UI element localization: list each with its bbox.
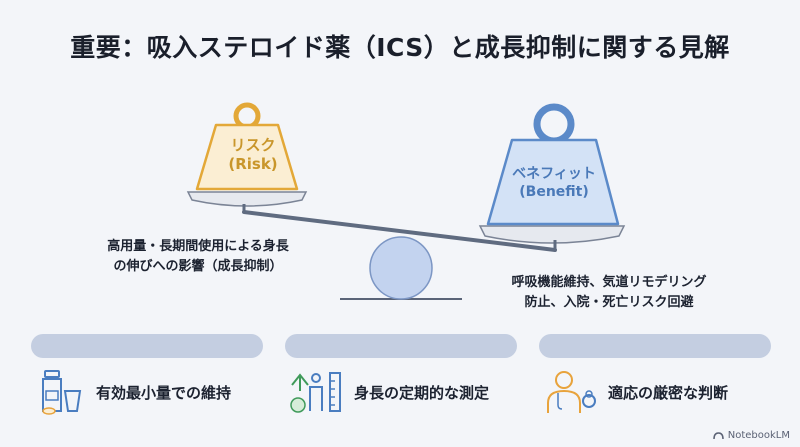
benefit-weight-icon [486,103,620,226]
point-minimum-dose: 有効最小量での維持 [36,368,231,416]
medicine-bottle-icon [42,370,82,415]
height-measure-icon [290,372,341,413]
point-label: 有効最小量での維持 [96,383,232,402]
point-label: 身長の定期的な測定 [354,383,490,402]
point-label: 適応の厳密な判断 [608,383,729,402]
point-height-measurement: 身長の定期的な測定 [288,368,489,416]
section-bar [31,334,263,358]
notebooklm-logo-icon [713,432,724,440]
section-bar [539,334,771,358]
scale-pivot [369,236,433,300]
benefit-pan [478,225,626,244]
section-bar [285,334,517,358]
page-title: 重要：吸入ステロイド薬（ICS）と成長抑制に関する見解 [70,33,730,62]
risk-weight-icon [195,102,299,191]
benefit-label: ベネフィット (Benefit) [512,166,596,200]
risk-label: リスク (Risk) [228,136,278,173]
brand-watermark: NotebookLM [713,430,790,441]
point-indication-judgment: 適応の厳密な判断 [544,368,728,416]
scale-beam [242,210,557,252]
risk-pan [186,191,308,207]
doctor-icon [547,371,596,413]
risk-description: 高用量・長期間使用による身長 の伸びへの影響（成長抑制） [107,239,289,274]
benefit-description: 呼吸機能維持、気道リモデリング 防止、入院・死亡リスク回避 [511,275,707,310]
